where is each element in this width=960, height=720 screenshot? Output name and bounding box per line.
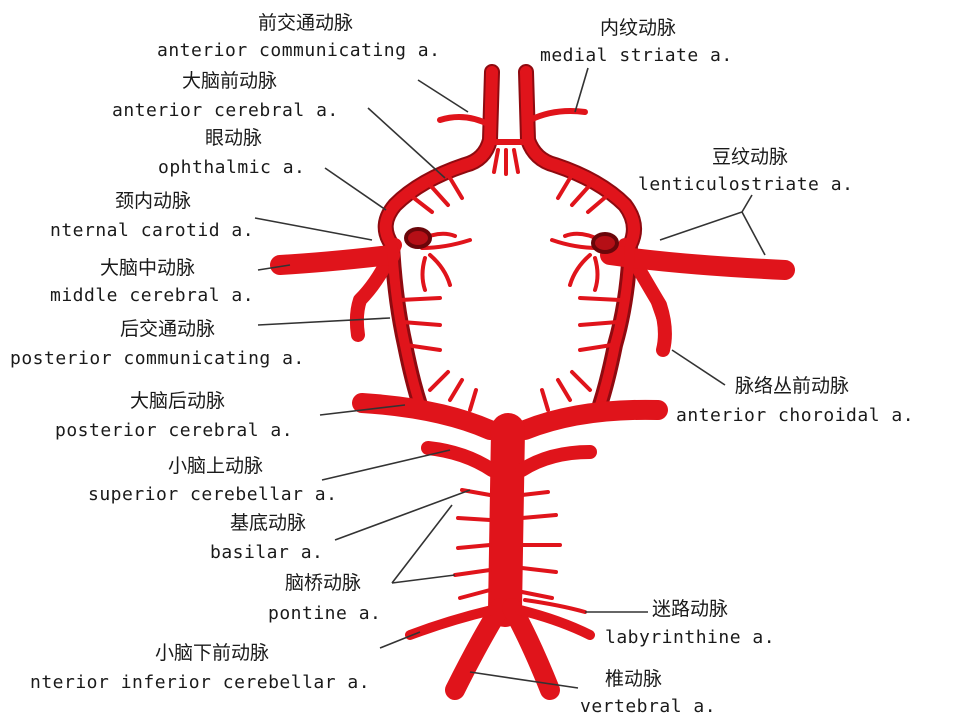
- label-anterior-communicating-zh: 前交通动脉: [258, 12, 354, 34]
- label-posterior-communicating-zh: 后交通动脉: [120, 318, 216, 340]
- label-lenticulostriate-en: lenticulostriate a.: [638, 174, 854, 195]
- label-posterior-cerebral-zh: 大脑后动脉: [130, 390, 226, 412]
- label-vertebral-en: vertebral a.: [580, 696, 717, 717]
- middle-cerebral-artery: [270, 245, 795, 280]
- pontine-artery: [453, 488, 562, 600]
- label-middle-cerebral-zh: 大脑中动脉: [100, 257, 196, 279]
- label-anterior-cerebral-zh: 大脑前动脉: [182, 70, 278, 92]
- posterior-cerebral-artery: [352, 393, 668, 440]
- labyrinthine-artery: [523, 598, 587, 614]
- label-middle-cerebral-en: middle cerebral a.: [50, 285, 255, 306]
- leader-lines: [254, 67, 766, 689]
- anterior-cerebral-artery: [379, 66, 640, 251]
- label-ophthalmic-en: ophthalmic a.: [158, 157, 306, 178]
- vertebral-artery: [445, 598, 560, 700]
- label-labyrinthine-zh: 迷路动脉: [652, 598, 729, 620]
- label-vertebral-zh: 椎动脉: [605, 668, 663, 690]
- posterior-communicating-artery: [387, 240, 635, 410]
- label-internal-carotid-zh: 颈内动脉: [115, 190, 192, 212]
- superior-cerebellar-artery: [421, 441, 597, 477]
- label-anterior-cerebral-en: anterior cerebral a.: [112, 100, 339, 121]
- label-posterior-communicating-en: posterior communicating a.: [10, 348, 305, 369]
- basilar-artery: [488, 413, 525, 627]
- label-basilar-zh: 基底动脉: [230, 512, 307, 534]
- label-superior-cerebellar-zh: 小脑上动脉: [168, 455, 264, 477]
- label-medial-striate-en: medial striate a.: [540, 45, 733, 66]
- label-anterior-inferior-cerebellar-zh: 小脑下前动脉: [155, 642, 270, 664]
- label-posterior-cerebral-en: posterior cerebral a.: [55, 420, 294, 441]
- label-pontine-en: pontine a.: [268, 603, 382, 624]
- label-anterior-choroidal-zh: 脉络丛前动脉: [735, 375, 850, 397]
- label-basilar-en: basilar a.: [210, 542, 324, 563]
- label-lenticulostriate-zh: 豆纹动脉: [712, 146, 789, 168]
- label-anterior-choroidal-en: anterior choroidal a.: [676, 405, 915, 426]
- label-superior-cerebellar-en: superior cerebellar a.: [88, 484, 338, 505]
- medial-striate-artery: [437, 108, 588, 128]
- label-internal-carotid-en: nternal carotid a.: [50, 220, 255, 241]
- label-ophthalmic-zh: 眼动脉: [205, 127, 263, 149]
- label-anterior-communicating-en: anterior communicating a.: [157, 40, 441, 61]
- lenticulostriate-artery: [398, 148, 622, 412]
- label-pontine-zh: 脑桥动脉: [285, 572, 362, 594]
- label-medial-striate-zh: 内纹动脉: [600, 17, 677, 39]
- label-labyrinthine-en: labyrinthine a.: [605, 627, 776, 648]
- label-anterior-inferior-cerebellar-en: nterior inferior cerebellar a.: [30, 672, 371, 693]
- anterior-choroidal-artery: [638, 266, 670, 352]
- carotid-cut-ends: [404, 227, 619, 254]
